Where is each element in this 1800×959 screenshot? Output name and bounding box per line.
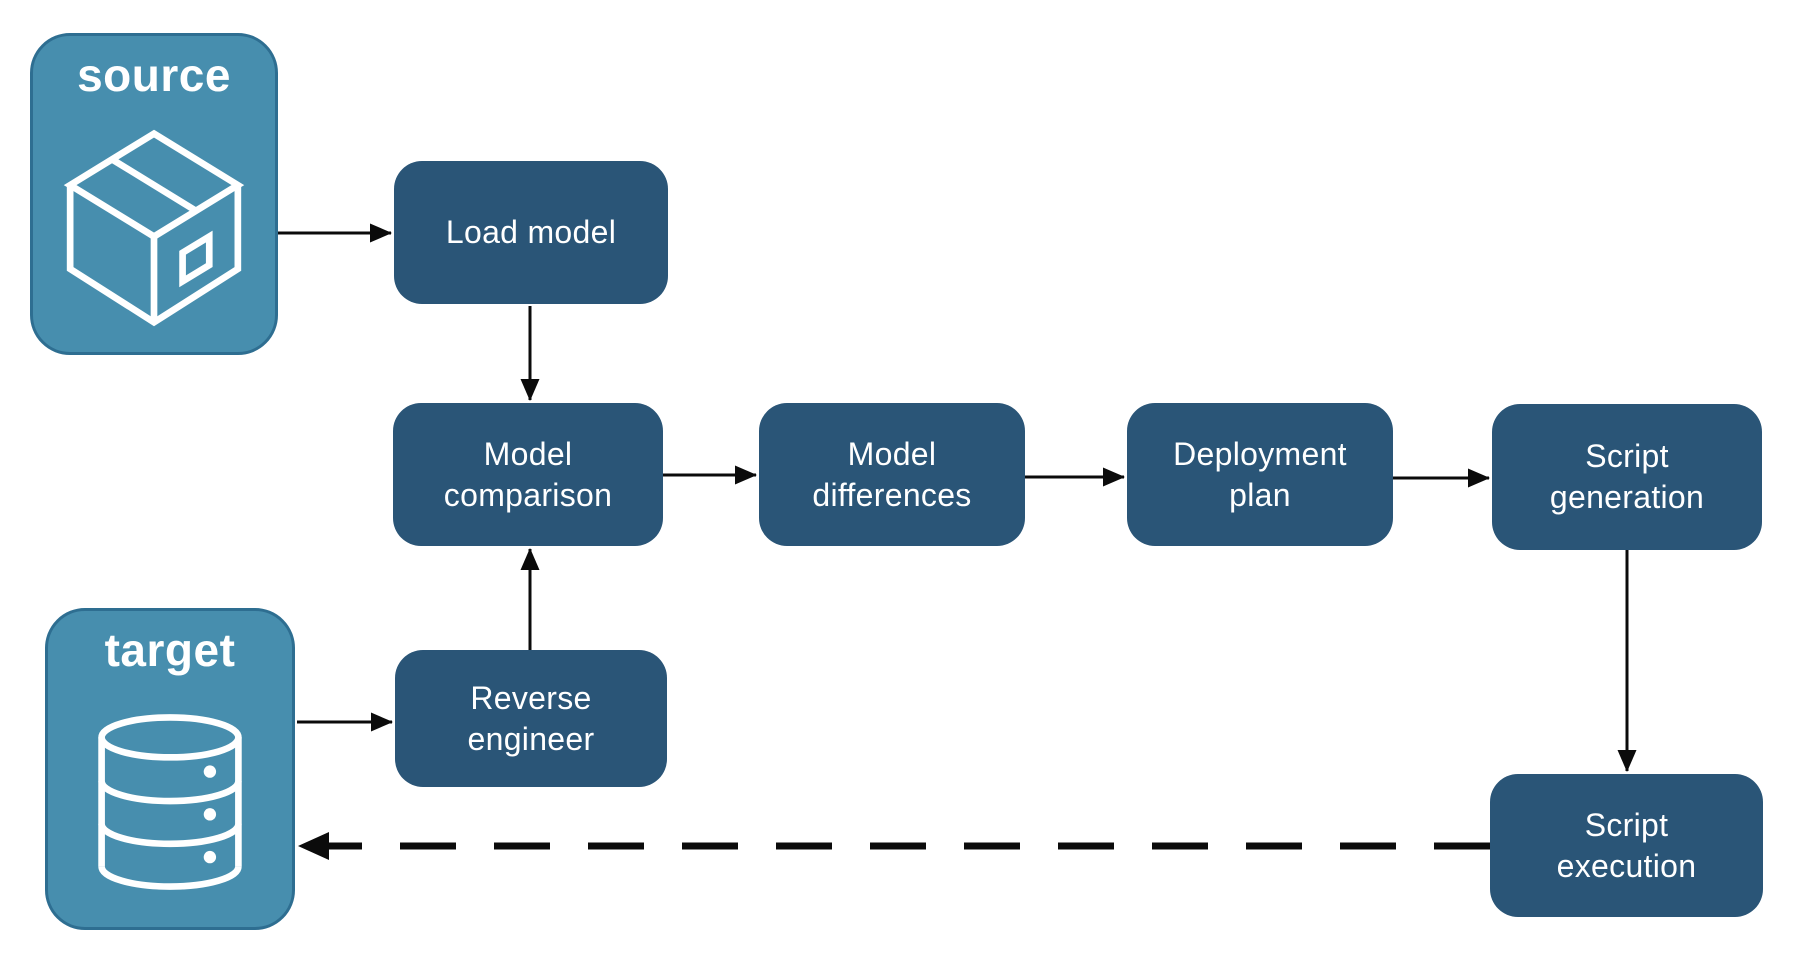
database-icon xyxy=(48,677,292,927)
node-reverse-engineer: Reverse engineer xyxy=(395,650,667,787)
node-model-differences: Model differences xyxy=(759,403,1025,546)
node-script-execution: Script execution xyxy=(1490,774,1763,917)
target-label: target xyxy=(104,624,236,676)
deployment-plan-label: Deployment plan xyxy=(1173,435,1347,513)
script-generation-label: Script generation xyxy=(1549,438,1705,515)
script-execution-label: Script execution xyxy=(1556,806,1697,884)
node-target: target xyxy=(45,608,295,930)
model-comparison-label: Model comparison xyxy=(443,435,613,513)
node-source: source xyxy=(30,33,278,355)
package-icon xyxy=(33,102,275,352)
model-differences-label: Model differences xyxy=(812,435,972,513)
load-model-label: Load model xyxy=(445,214,617,251)
reverse-engineer-label: Reverse engineer xyxy=(467,679,595,757)
node-script-generation: Script generation xyxy=(1492,404,1762,550)
source-label: source xyxy=(77,49,231,101)
node-deployment-plan: Deployment plan xyxy=(1127,403,1393,546)
node-model-comparison: Model comparison xyxy=(393,403,663,546)
node-load-model: Load model xyxy=(394,161,668,304)
